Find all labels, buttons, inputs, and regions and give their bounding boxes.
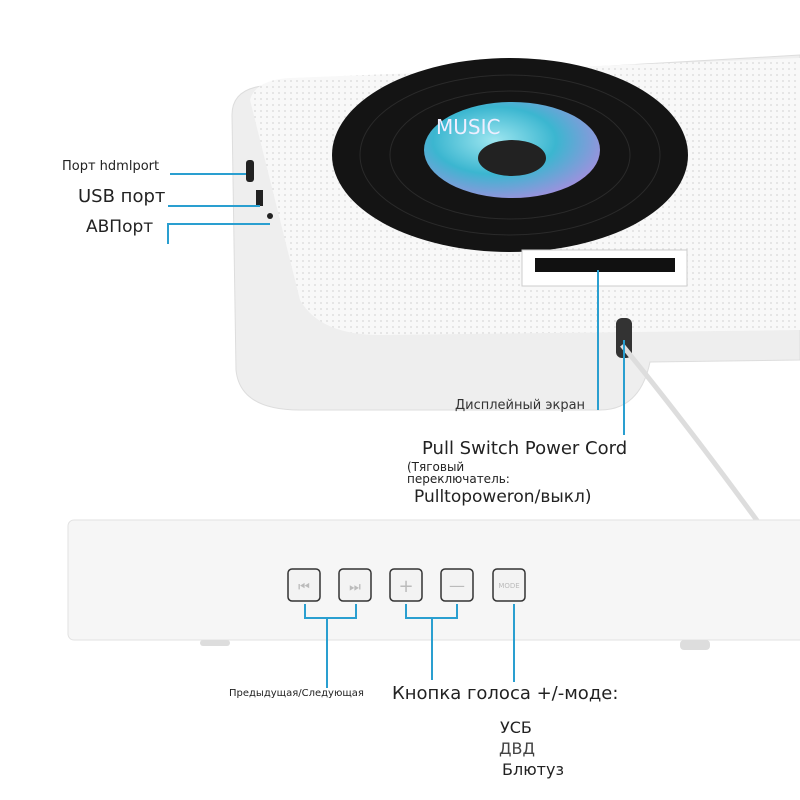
display-screen-label: Дисплейный экран [455,398,586,413]
pull-switch-title: Pull Switch Power Cord [422,438,628,459]
mode-bluetooth: Блютуз [502,760,564,779]
usb-port-label: USB порт [78,186,166,207]
av-port-hole [267,213,273,219]
volume-mode-label: Кнопка голоса +/-моде: [392,683,619,704]
mode-usb: УСБ [500,718,532,737]
volume-down-button[interactable]: — [440,568,474,602]
volume-up-button[interactable]: + [389,568,423,602]
cd-player-front-view [67,519,800,650]
pull-switch-sub: Pulltopoweron/выкл) [414,487,592,507]
plus-icon: + [398,576,413,597]
button-panel: ⏮ ⏭ + — MODE [287,568,526,602]
next-icon: ⏭ [349,580,361,595]
spindle [478,140,546,176]
mode-button[interactable]: MODE [492,568,526,602]
usb-port-slot [256,190,263,206]
previous-button[interactable]: ⏮ [287,568,321,602]
pull-switch-ru: (Тяговый переключатель: [407,460,510,486]
power-cord-slot [616,318,632,358]
prev-next-label: Предыдущая/Следующая [229,688,364,699]
hdmi-port-slot [246,160,254,182]
next-button[interactable]: ⏭ [338,568,372,602]
cd-player-top-view: MUSIC [231,54,800,582]
mode-icon: MODE [498,582,519,590]
minus-icon: — [449,576,465,595]
disc-label-text: MUSIC [436,115,500,139]
callout-lines [167,173,625,688]
av-port-label: АВПорт [86,217,154,237]
previous-icon: ⏮ [298,580,310,595]
hdmi-port-label: Порт hdmlport [62,159,160,174]
mode-dvd: ДВД [499,739,535,758]
